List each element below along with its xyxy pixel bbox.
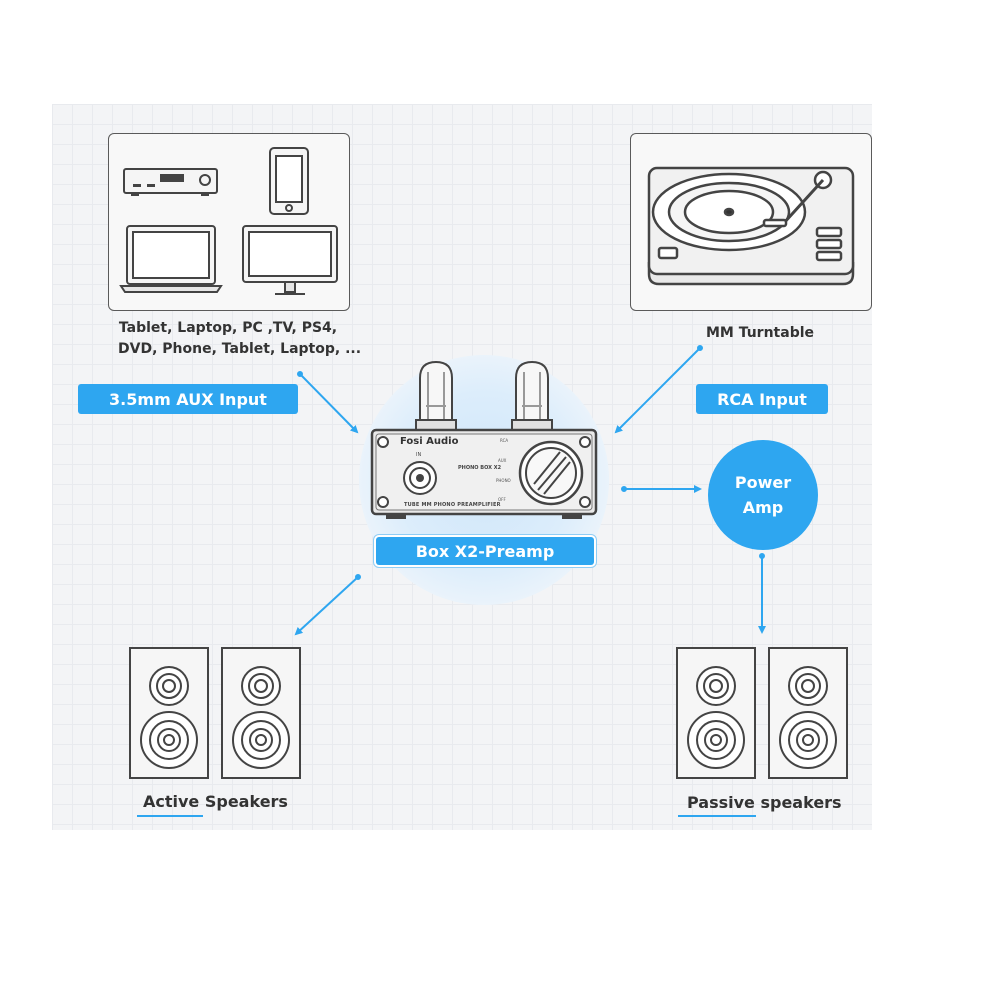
laptop-icon: [119, 225, 223, 293]
phone-icon: [269, 147, 309, 215]
active-speaker-right-icon: [221, 647, 301, 779]
active-speaker-left-icon: [129, 647, 209, 779]
rca-input-label: RCA Input: [696, 384, 828, 414]
preamp-switch-label: PHONO: [496, 478, 511, 483]
power-amp-node: Power Amp: [708, 440, 818, 550]
preamp-model: PHONO BOX X2: [458, 465, 502, 471]
sources-box: [108, 133, 350, 311]
active-speakers-label: Active Speakers: [143, 792, 288, 811]
power-amp-line1: Power: [734, 473, 792, 492]
monitor-icon: [242, 225, 338, 295]
power-amp-line2: Amp: [742, 498, 784, 517]
sources-caption-line2: DVD, Phone, Tablet, Laptop, ...: [118, 341, 362, 357]
passive-speaker-left-icon: [676, 647, 756, 779]
dvd-player-icon: [123, 168, 218, 196]
preamp-brand: Fosi Audio: [400, 436, 459, 447]
preamp-switch-label: OFF: [498, 497, 506, 502]
preamp-panel-text: TUBE MM PHONO PREAMPLIFIER: [404, 502, 501, 508]
sources-caption-line1: Tablet, Laptop, PC ,TV, PS4,: [118, 320, 338, 336]
turntable-box: [630, 133, 872, 311]
passive-speakers-label: Passive speakers: [687, 793, 842, 812]
passive-speaker-right-icon: [768, 647, 848, 779]
arrow-aux-to-preamp: [299, 373, 359, 434]
preamp-label: Box X2-Preamp: [376, 537, 594, 565]
arrow-preamp-to-active: [294, 576, 359, 636]
turntable-icon: [647, 166, 855, 286]
aux-input-label: 3.5mm AUX Input: [78, 384, 298, 414]
active-speakers-underline: [137, 815, 203, 817]
headphone-jack-icon: [403, 461, 437, 495]
preamp-switch-label: RCA: [500, 438, 509, 443]
preamp-jack-label: IN: [416, 452, 422, 458]
preamp-switch-label: AUX: [498, 458, 507, 463]
selector-knob-icon: [518, 440, 584, 506]
passive-speakers-underline: [678, 815, 756, 817]
sources-caption: Tablet, Laptop, PC ,TV, PS4, DVD, Phone,…: [118, 318, 362, 360]
turntable-caption: MM Turntable: [705, 325, 815, 341]
arrow-rca-to-preamp: [614, 347, 701, 434]
